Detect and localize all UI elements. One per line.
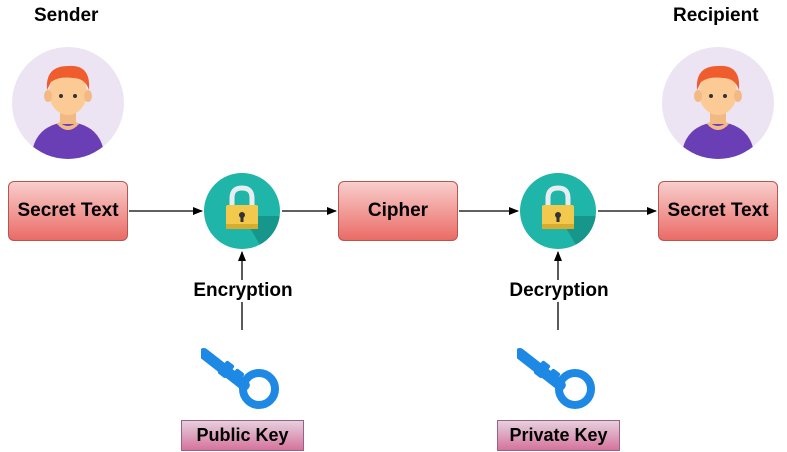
decryption-label: Decryption [500,280,618,302]
public-key-icon [201,348,279,409]
private-key-label: Private Key [497,420,620,451]
secret-text-box-sender: Secret Text [8,181,128,241]
public-key-label: Public Key [181,420,304,451]
cipher-box: Cipher [338,181,458,241]
private-key-icon [517,348,595,409]
encryption-padlock-icon [204,173,280,249]
secret-text-box-recipient: Secret Text [658,181,778,241]
encryption-label: Encryption [184,280,302,302]
sender-avatar-icon [12,47,124,159]
sender-title: Sender [34,5,99,26]
recipient-title: Recipient [673,5,759,26]
decryption-padlock-icon [520,173,596,249]
recipient-avatar-icon [662,47,774,159]
